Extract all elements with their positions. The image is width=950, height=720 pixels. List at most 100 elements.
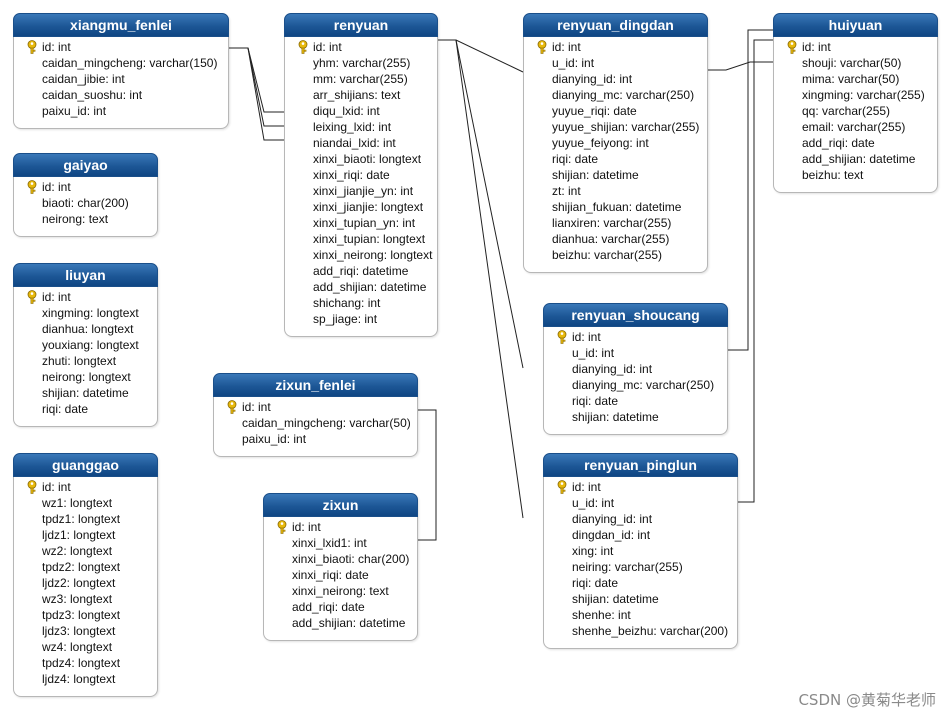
table-field: add_riqi: date [774, 135, 937, 151]
primary-key-icon [557, 330, 567, 344]
table-field: dianhua: varchar(255) [524, 231, 707, 247]
table-field: wz2: longtext [14, 543, 157, 559]
field-label: yhm: varchar(255) [313, 56, 411, 70]
link-xiangmu-renyuan-3 [227, 47, 284, 113]
table-field: shenhe_beizhu: varchar(200) [544, 623, 737, 639]
field-label: mm: varchar(255) [313, 72, 408, 86]
table-field: yhm: varchar(255) [285, 55, 437, 71]
table-field: yuyue_shijian: varchar(255) [524, 119, 707, 135]
table-field: caidan_suoshu: int [14, 87, 228, 103]
primary-key-icon [27, 290, 37, 304]
table-field: add_riqi: date [264, 599, 417, 615]
link-xiangmu-renyuan-1 [227, 47, 284, 127]
field-label: id: int [42, 480, 71, 494]
field-label: sp_jiage: int [313, 312, 378, 326]
table-field: u_id: int [544, 345, 727, 361]
table-title: zixun_fenlei [213, 373, 418, 397]
table-field: shijian: datetime [14, 385, 157, 401]
table-field: xinxi_jianjie_yn: int [285, 183, 437, 199]
table-field: riqi: date [524, 151, 707, 167]
field-label: id: int [42, 290, 71, 304]
table-field: xingming: longtext [14, 305, 157, 321]
primary-key-icon [537, 40, 547, 54]
field-label: neirong: text [42, 212, 109, 226]
field-label: qq: varchar(255) [802, 104, 891, 118]
field-label: u_id: int [552, 56, 595, 70]
table-field: neirong: longtext [14, 369, 157, 385]
field-label: wz2: longtext [42, 544, 113, 558]
primary-key-icon [557, 480, 567, 494]
table-field: add_shijian: datetime [285, 279, 437, 295]
field-label: add_riqi: datetime [313, 264, 409, 278]
table-field: paixu_id: int [214, 431, 417, 447]
field-label: id: int [292, 520, 321, 534]
table-field: email: varchar(255) [774, 119, 937, 135]
table-field: dianying_mc: varchar(250) [524, 87, 707, 103]
table-field: wz3: longtext [14, 591, 157, 607]
table-field: yuyue_riqi: date [524, 103, 707, 119]
field-label: dianhua: longtext [42, 322, 134, 336]
field-label: id: int [242, 400, 271, 414]
table-field: id: int [214, 399, 417, 415]
table-zixun_fenlei[interactable]: zixun_fenlei id: int caidan_mingcheng: var… [213, 373, 418, 457]
field-label: dianying_id: int [572, 512, 653, 526]
table-field: xinxi_tupian: longtext [285, 231, 437, 247]
table-title: renyuan_dingdan [523, 13, 708, 37]
field-label: yuyue_shijian: varchar(255) [552, 120, 700, 134]
field-label: caidan_jibie: int [42, 72, 125, 86]
table-field: add_shijian: datetime [264, 615, 417, 631]
table-title: renyuan_pinglun [543, 453, 738, 477]
field-label: mima: varchar(50) [802, 72, 900, 86]
field-label: youxiang: longtext [42, 338, 139, 352]
field-label: ljdz4: longtext [42, 672, 116, 686]
table-field: zt: int [524, 183, 707, 199]
table-field: caidan_mingcheng: varchar(150) [14, 55, 228, 71]
table-field: id: int [524, 39, 707, 55]
table-field: riqi: date [544, 575, 737, 591]
field-label: u_id: int [572, 346, 615, 360]
primary-key-icon [787, 40, 797, 54]
table-field: beizhu: text [774, 167, 937, 183]
field-label: dianying_mc: varchar(250) [552, 88, 695, 102]
table-field: xinxi_tupian_yn: int [285, 215, 437, 231]
table-field: wz1: longtext [14, 495, 157, 511]
field-label: caidan_mingcheng: varchar(50) [242, 416, 411, 430]
table-field: shijian: datetime [544, 409, 727, 425]
table-field: add_riqi: datetime [285, 263, 437, 279]
field-label: shouji: varchar(50) [802, 56, 902, 70]
field-label: beizhu: text [802, 168, 864, 182]
table-field: xinxi_lxid1: int [264, 535, 417, 551]
field-label: lianxiren: varchar(255) [552, 216, 672, 230]
field-label: shijian: datetime [552, 168, 639, 182]
field-label: add_shijian: datetime [802, 152, 916, 166]
field-label: xinxi_jianjie_yn: int [313, 184, 414, 198]
table-field: shichang: int [285, 295, 437, 311]
table-title: gaiyao [13, 153, 158, 177]
table-field: neirong: text [14, 211, 157, 227]
table-field: xinxi_biaoti: longtext [285, 151, 437, 167]
field-label: xinxi_riqi: date [292, 568, 369, 582]
table-field: tpdz1: longtext [14, 511, 157, 527]
table-field: diqu_lxid: int [285, 103, 437, 119]
field-label: dianying_id: int [552, 72, 633, 86]
field-label: xinxi_tupian_yn: int [313, 216, 416, 230]
field-label: yuyue_feiyong: int [552, 136, 649, 150]
table-field: id: int [14, 39, 228, 55]
field-label: add_shijian: datetime [292, 616, 406, 630]
link-renyuan-shoucang [436, 39, 524, 369]
table-field: tpdz4: longtext [14, 655, 157, 671]
table-field: riqi: date [14, 401, 157, 417]
field-label: arr_shijians: text [313, 88, 401, 102]
field-label: shijian_fukuan: datetime [552, 200, 682, 214]
